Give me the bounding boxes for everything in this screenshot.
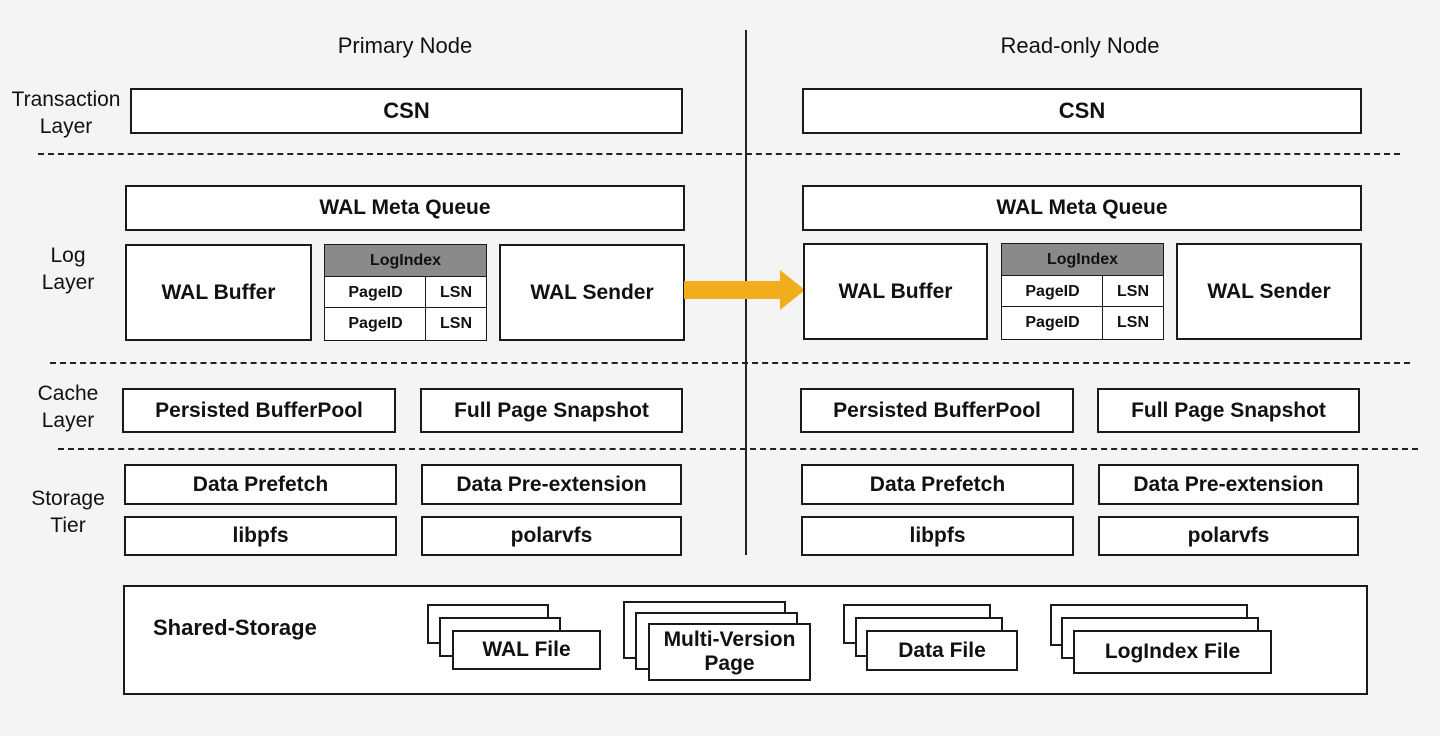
primary-logindex-header: LogIndex	[324, 244, 487, 277]
shared-storage-label: Shared-Storage	[153, 615, 317, 640]
readonly-polarvfs-box: polarvfs	[1098, 516, 1359, 556]
separator-cache-storage	[58, 448, 1418, 450]
separator-log-cache	[50, 362, 1410, 364]
separator-transaction-log	[38, 153, 1400, 155]
readonly-csn-box: CSN	[802, 88, 1362, 134]
wal-file-front: WAL File	[452, 630, 601, 670]
readonly-full-page-snapshot-box: Full Page Snapshot	[1097, 388, 1360, 433]
primary-logindex-pageid-2: PageID	[324, 307, 427, 341]
wal-replication-arrow	[684, 270, 805, 310]
primary-logindex-lsn-1: LSN	[425, 276, 487, 309]
primary-wal-meta-queue-box: WAL Meta Queue	[125, 185, 685, 231]
readonly-logindex-pageid-2: PageID	[1001, 306, 1104, 340]
primary-logindex-pageid-1: PageID	[324, 276, 427, 309]
primary-polarvfs-box: polarvfs	[421, 516, 682, 556]
readonly-logindex-lsn-1: LSN	[1102, 275, 1164, 308]
primary-logindex-lsn-2: LSN	[425, 307, 487, 341]
primary-persisted-bufferpool-box: Persisted BufferPool	[122, 388, 396, 433]
primary-wal-buffer-box: WAL Buffer	[125, 244, 312, 341]
readonly-data-preextension-box: Data Pre-extension	[1098, 464, 1359, 505]
readonly-wal-sender-box: WAL Sender	[1176, 243, 1362, 340]
readonly-persisted-bufferpool-box: Persisted BufferPool	[800, 388, 1074, 433]
readonly-logindex-pageid-1: PageID	[1001, 275, 1104, 308]
primary-node-title: Primary Node	[337, 33, 473, 58]
readonly-data-prefetch-box: Data Prefetch	[801, 464, 1074, 505]
primary-wal-sender-box: WAL Sender	[499, 244, 685, 341]
logindex-file-front: LogIndex File	[1073, 630, 1272, 674]
primary-libpfs-box: libpfs	[124, 516, 397, 556]
readonly-wal-buffer-box: WAL Buffer	[803, 243, 988, 340]
primary-data-prefetch-box: Data Prefetch	[124, 464, 397, 505]
data-file-front: Data File	[866, 630, 1018, 671]
primary-csn-box: CSN	[130, 88, 683, 134]
multi-version-page-front: Multi-Version Page	[648, 623, 811, 681]
readonly-node-title: Read-only Node	[1000, 33, 1160, 58]
readonly-logindex-header: LogIndex	[1001, 243, 1164, 276]
readonly-libpfs-box: libpfs	[801, 516, 1074, 556]
readonly-wal-meta-queue-box: WAL Meta Queue	[802, 185, 1362, 231]
primary-data-preextension-box: Data Pre-extension	[421, 464, 682, 505]
primary-full-page-snapshot-box: Full Page Snapshot	[420, 388, 683, 433]
readonly-logindex-lsn-2: LSN	[1102, 306, 1164, 340]
